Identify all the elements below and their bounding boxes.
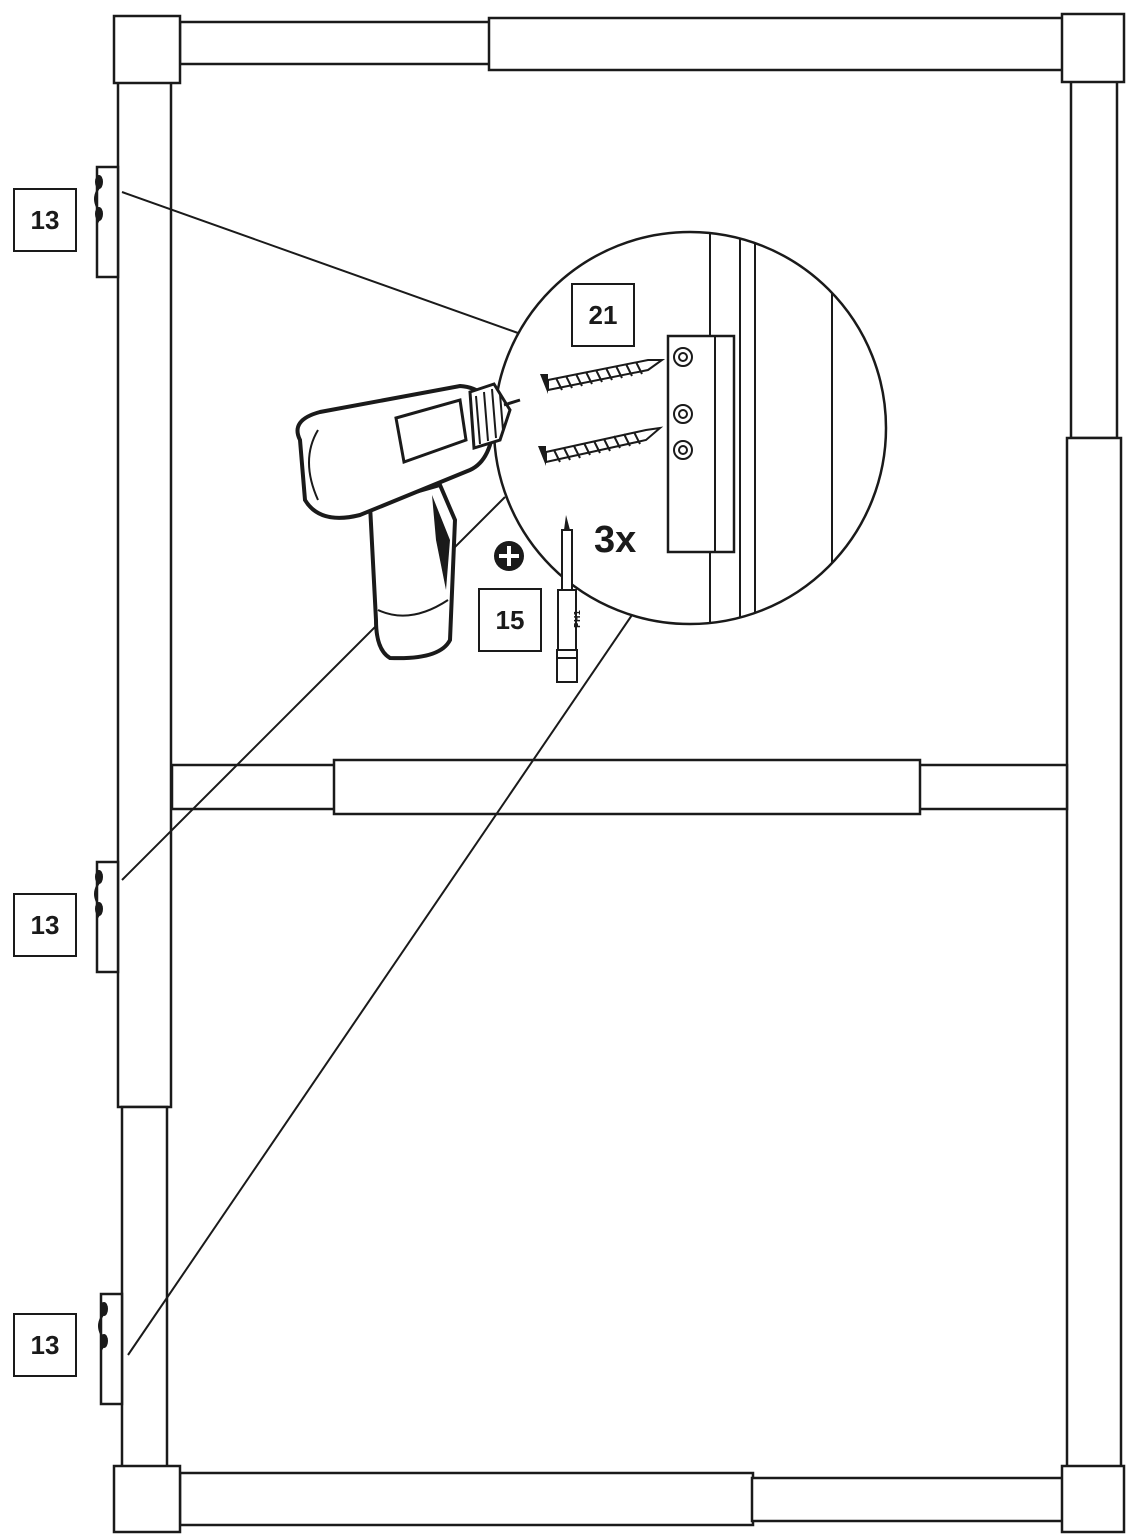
- drill-icon: [295, 382, 521, 661]
- screwdriver-bit-icon: PH1: [556, 515, 582, 683]
- middle-rail-sleeve: [332, 758, 922, 816]
- left-post-lower: [120, 1105, 169, 1471]
- bit-marking: PH1: [573, 609, 582, 628]
- leader-line-bottom: [127, 614, 633, 1356]
- part-callout-hinge-middle: 13: [13, 893, 77, 957]
- part-callout-bit: 15: [478, 588, 542, 652]
- top-rail-right: [487, 16, 1065, 72]
- leader-line-top: [121, 191, 519, 334]
- phillips-symbol-icon: [494, 541, 524, 571]
- frame: [112, 12, 1126, 1534]
- quantity-label: 3x: [594, 519, 637, 561]
- bottom-rail-left: [178, 1471, 755, 1527]
- hinge-icon: [98, 1292, 124, 1406]
- top-rail-left: [178, 20, 492, 66]
- hinge-icon: [94, 165, 120, 279]
- part-callout-hinge-top: 13: [13, 188, 77, 252]
- bottom-rail-right: [750, 1476, 1066, 1523]
- hinge-bracket: [666, 334, 736, 554]
- corner-bottom-right: [1060, 1464, 1126, 1534]
- corner-top-left: [112, 14, 182, 85]
- hinge-icon: [94, 860, 120, 974]
- part-callout-screw: 21: [571, 283, 635, 347]
- part-callout-hinge-bottom: 13: [13, 1313, 77, 1377]
- right-post-upper: [1069, 76, 1119, 440]
- right-post-lower: [1065, 436, 1123, 1472]
- corner-bottom-left: [112, 1464, 182, 1534]
- screw-icon: [540, 359, 666, 394]
- screw-icon: [538, 426, 664, 466]
- corner-top-right: [1060, 12, 1126, 84]
- left-post-upper: [116, 78, 173, 1109]
